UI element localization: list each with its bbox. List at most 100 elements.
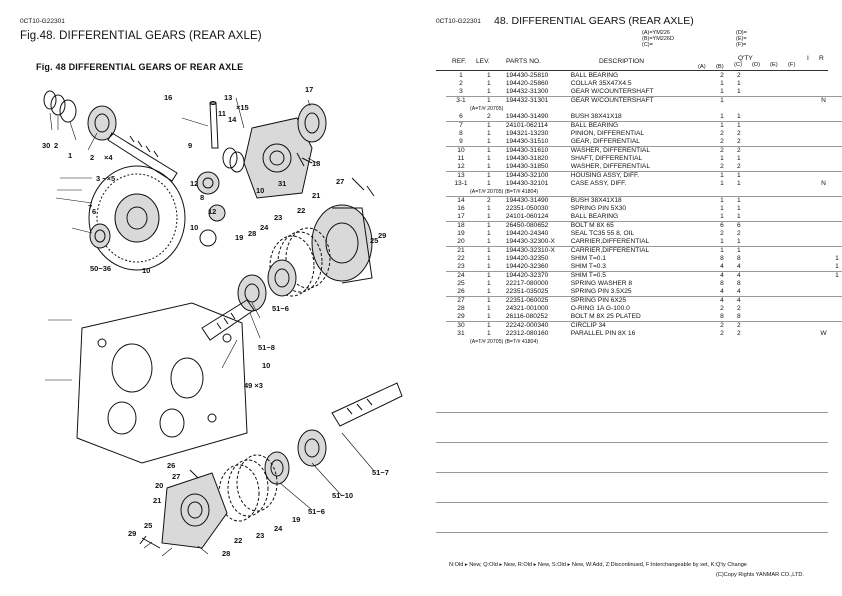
svg-text:28: 28 — [248, 229, 256, 238]
cell-i: N — [821, 180, 826, 187]
svg-text:22: 22 — [297, 206, 305, 215]
cell-empty — [781, 288, 799, 297]
cell-empty — [747, 80, 764, 88]
svg-text:11: 11 — [218, 109, 226, 118]
blank-rule — [436, 502, 828, 503]
cell-pn: 194430-31850 — [501, 163, 571, 172]
cell-a: 8 — [713, 313, 731, 322]
cell-empty — [747, 263, 765, 272]
cell-pn: 22312-080160 — [505, 330, 549, 337]
cell-empty — [798, 247, 815, 256]
cell-lev: 1 — [487, 272, 491, 279]
cell-empty — [798, 80, 815, 88]
cell-i — [815, 322, 832, 331]
svg-text:22: 22 — [234, 536, 242, 545]
cell-r — [832, 130, 842, 138]
cell-pn: 194432-31300 — [501, 88, 571, 97]
cell-desc: COLLAR 35X47X4.5 — [570, 80, 632, 87]
cell-empty — [764, 222, 781, 231]
model-legend-left: (A)=YM226 (B)=YM226D (C)= — [642, 30, 674, 48]
cell-empty — [747, 230, 764, 238]
cell-a: 8 — [720, 280, 724, 287]
blank-rule — [436, 442, 828, 443]
model-legend-right: (D)= (E)= (F)= — [736, 30, 747, 48]
cell-i — [815, 122, 832, 131]
svg-text:28: 28 — [222, 549, 230, 558]
cell-b: 1 — [737, 205, 741, 212]
cell-ref: 2 — [459, 80, 463, 87]
cell-lev: 1 — [487, 180, 491, 187]
cell-empty — [798, 263, 816, 272]
cell-r — [832, 80, 842, 88]
cell-desc: SPRING PIN 3.5X25 — [570, 288, 714, 297]
cell-desc: GEAR W/COUNTERSHAFT — [570, 88, 714, 97]
cell-i — [815, 130, 832, 138]
cell-lev: 1 — [475, 138, 502, 147]
cell-desc: SPRING WASHER 8 — [570, 280, 633, 287]
svg-text:10: 10 — [142, 266, 150, 275]
cell-r — [832, 155, 842, 163]
cell-pn: 194432-31301 — [505, 97, 549, 104]
svg-text:29: 29 — [128, 529, 136, 538]
cell-empty — [764, 97, 781, 106]
cell-b: 6 — [737, 222, 741, 229]
cell-b: 1 — [730, 238, 748, 247]
cell-pn: 194430-32300-X — [501, 238, 571, 247]
cell-pn: 194430-31820 — [505, 155, 549, 162]
cell-empty — [781, 247, 798, 256]
cell-empty — [747, 297, 764, 306]
ring-gear — [88, 165, 186, 271]
cell-ref: 12 — [446, 163, 476, 172]
cell-empty — [764, 313, 782, 322]
cell-desc: SHIM T=0.5 — [570, 272, 606, 279]
cell-empty — [781, 172, 798, 181]
svg-text:14: 14 — [228, 115, 237, 124]
cell-empty — [747, 155, 764, 163]
cell-empty — [798, 205, 815, 213]
cell-empty — [781, 238, 799, 247]
cell-ref: 25 — [457, 280, 465, 287]
cell-empty — [798, 255, 815, 263]
cell-a: 4 — [713, 288, 731, 297]
cell-empty — [781, 305, 798, 313]
cell-desc: HOUSING ASSY, DIFF. — [570, 172, 640, 179]
svg-text:23: 23 — [256, 531, 264, 540]
cell-ref: 13 — [457, 172, 465, 179]
cell-a: 2 — [720, 130, 724, 137]
cell-empty — [764, 280, 781, 288]
svg-text:26: 26 — [167, 461, 175, 470]
cell-pn: 22242-000340 — [505, 322, 549, 329]
cell-b: 1 — [737, 80, 741, 87]
cell-b: 1 — [737, 122, 741, 129]
header-col-r: R — [819, 55, 824, 62]
cell-pn: 24101-060124 — [501, 213, 571, 222]
cell-r — [832, 147, 842, 156]
cell-b: 4 — [730, 263, 748, 272]
svg-text:×15: ×15 — [236, 103, 249, 112]
cell-pn: 194430-32310-X — [505, 247, 555, 254]
svg-text:25: 25 — [144, 521, 152, 530]
cell-r — [831, 163, 842, 172]
cell-b: 2 — [737, 147, 741, 154]
cell-empty — [747, 138, 765, 147]
cell-lev: 1 — [475, 163, 502, 172]
cell-empty — [781, 230, 798, 238]
cell-empty — [747, 205, 764, 213]
cell-empty — [764, 247, 781, 256]
svg-text:21: 21 — [312, 191, 320, 200]
exploded-parts-diagram: 30 2 1 2 16 13 ×15 11 14 17 18 9 ×4 3 −×… — [42, 85, 403, 558]
cell-pn: 194321-13230 — [505, 130, 549, 137]
cell-empty — [764, 305, 781, 313]
cell-a: 2 — [713, 163, 731, 172]
cell-empty — [798, 272, 815, 281]
cell-desc: CASE ASSY, DIFF. — [570, 180, 627, 187]
cell-a: 1 — [720, 97, 724, 104]
svg-text:19: 19 — [292, 515, 300, 524]
cell-b: 2 — [737, 72, 741, 79]
cell-desc: BALL BEARING — [570, 122, 619, 129]
cell-ref: 11 — [457, 155, 465, 162]
